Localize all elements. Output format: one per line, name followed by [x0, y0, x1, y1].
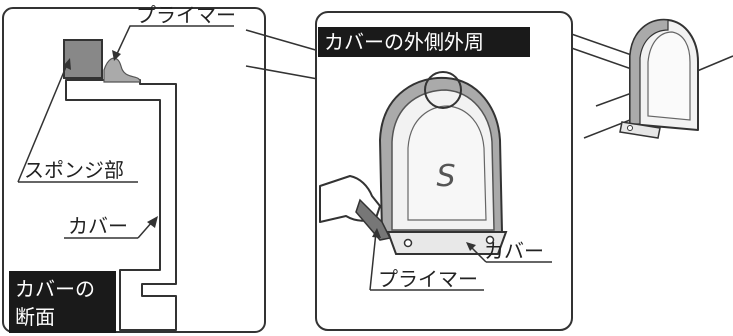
cover-cross-section	[65, 79, 177, 331]
sponge-callout-arrowhead	[63, 58, 71, 70]
section-label-line2: 断面	[15, 305, 55, 329]
cover-callout-line-center	[469, 245, 487, 263]
base-screw-right	[485, 235, 495, 245]
cover-outer-panel: カバーの外側外周 S カバー プライマー	[315, 11, 573, 331]
sponge-block	[63, 39, 103, 79]
cover-callout-arrowhead-center	[466, 242, 476, 251]
hand-with-applicator	[319, 175, 392, 241]
primer-callout-line	[115, 25, 234, 57]
section-label-line1: カバーの	[15, 277, 95, 301]
sponge-callout-line	[17, 61, 69, 183]
small-base-screw	[627, 125, 633, 131]
cover-label-center: カバー	[484, 239, 544, 263]
section-label-box	[9, 271, 116, 333]
primer-callout-arrowhead-center	[372, 228, 381, 238]
magnifier-circle	[424, 71, 462, 109]
primer-callout-line-center	[369, 231, 377, 291]
applicator-icon	[355, 198, 392, 241]
small-cover-primer-edge	[629, 19, 669, 125]
primer-label-left: プライマー	[136, 3, 236, 27]
cover-front-face	[407, 105, 487, 221]
cover-context-illustration	[583, 18, 733, 139]
cover-symbol: S	[436, 159, 455, 194]
title-box	[318, 27, 530, 57]
primer-label-center: プライマー	[378, 267, 478, 291]
primer-smear	[103, 57, 141, 83]
primer-callout-arrowhead	[112, 50, 121, 61]
sponge-label: スポンジ部	[24, 158, 124, 182]
cover-callout-line-left	[137, 221, 153, 239]
base-screw-left	[403, 238, 413, 248]
cover-callout-arrowhead-left	[147, 216, 158, 228]
cover-label-left: カバー	[68, 214, 128, 238]
small-cover-face	[647, 31, 691, 121]
cross-section-panel: プライマー スポンジ部 カバー カバーの 断面	[2, 3, 266, 333]
center-title: カバーの外側外周	[324, 30, 484, 54]
